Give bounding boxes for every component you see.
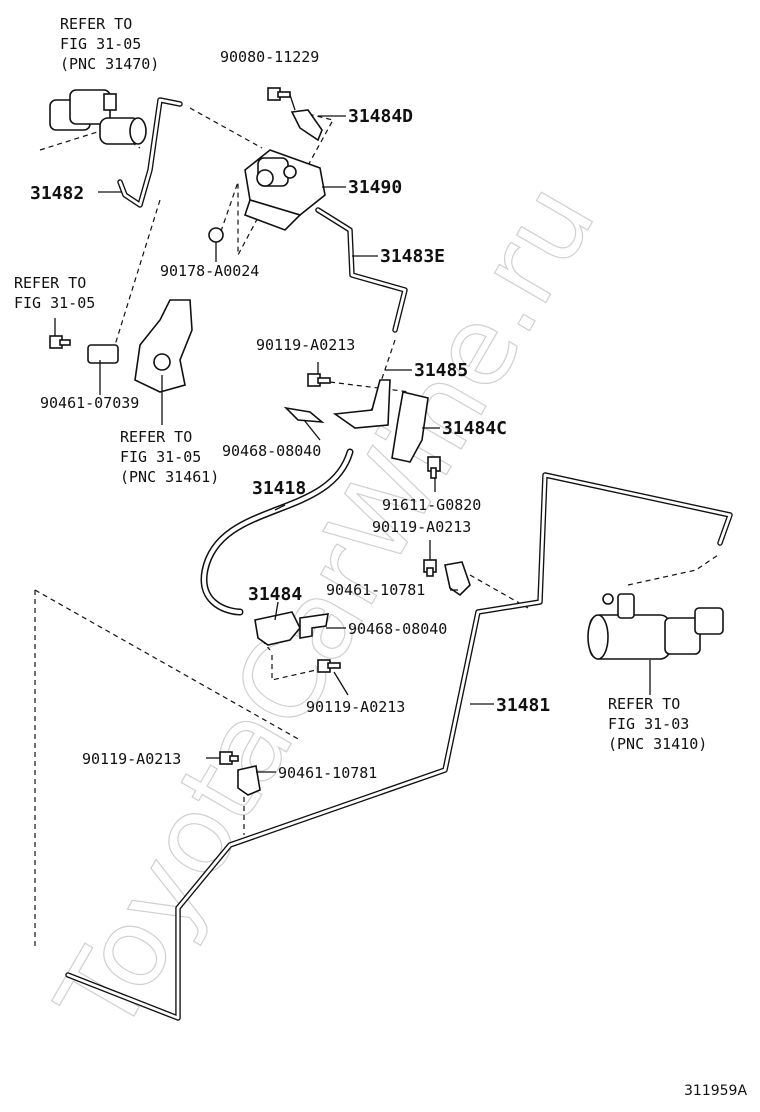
clip-90468-08040-top-part — [283, 406, 325, 424]
label-90178-A0024: 90178-A0024 — [160, 262, 259, 280]
label-90119-A0213-mid: 90119-A0213 — [372, 518, 471, 536]
bolt-90080-11229-part — [267, 87, 291, 101]
pnc-31482: 31482 — [30, 183, 84, 204]
bolt-90119-low-part — [317, 659, 341, 673]
pnc-31490: 31490 — [348, 177, 402, 198]
master-cylinder-part — [587, 593, 724, 660]
bracket-31484D-part — [290, 109, 323, 142]
pnc-31484D: 31484D — [348, 106, 413, 127]
hose-31418 — [200, 448, 354, 616]
bolt-90119-top-part — [307, 373, 331, 387]
ref-bolt-fig31-05: REFER TO FIG 31-05 — [14, 274, 95, 312]
label-90080-11229: 90080-11229 — [220, 48, 319, 66]
label-90468-08040-low: 90468-08040 — [348, 620, 447, 638]
pipe-31482 — [117, 97, 183, 208]
watermark: ToyotaCarWine.ru — [33, 163, 620, 1054]
valve-31490-part — [243, 149, 326, 231]
svg-text:FIG 31-05: FIG 31-05 — [14, 294, 95, 312]
pipe-31481 — [65, 472, 733, 1021]
svg-text:REFER TO: REFER TO — [120, 428, 192, 446]
clamp-90461-10781-bottom-part — [237, 765, 261, 796]
svg-text:REFER TO: REFER TO — [14, 274, 86, 292]
bracket-31484C-part — [391, 391, 429, 463]
label-90119-A0213-top: 90119-A0213 — [256, 336, 355, 354]
svg-text:REFER TO: REFER TO — [608, 695, 680, 713]
pnc-31481: 31481 — [496, 695, 550, 716]
ref-31461: REFER TO FIG 31-05 (PNC 31461) — [120, 428, 219, 486]
bolt-90119-mid-part — [423, 559, 437, 577]
svg-text:FIG 31-05: FIG 31-05 — [120, 448, 201, 466]
diagram-id: 311959A — [684, 1083, 747, 1099]
svg-text:(PNC 31410): (PNC 31410) — [608, 735, 707, 753]
pnc-31485: 31485 — [414, 360, 468, 381]
label-90119-A0213-bottom: 90119-A0213 — [82, 750, 181, 768]
svg-text:(PNC 31470): (PNC 31470) — [60, 55, 159, 73]
pnc-31483E: 31483E — [380, 246, 445, 267]
svg-text:FIG 31-05: FIG 31-05 — [60, 35, 141, 53]
pnc-31484C: 31484C — [442, 418, 507, 439]
label-90461-10781-mid: 90461-10781 — [326, 581, 425, 599]
label-91611-G0820: 91611-G0820 — [382, 496, 481, 514]
clip-90468-08040-low-part — [299, 613, 329, 639]
bracket-31484-part — [254, 611, 301, 646]
label-90461-07039: 90461-07039 — [40, 394, 139, 412]
leader-lines — [54, 94, 651, 773]
label-90119-A0213-low: 90119-A0213 — [306, 698, 405, 716]
release-cylinder-part — [49, 89, 147, 145]
pipe-31483E — [315, 207, 408, 333]
clamp-90461-10781-mid-part — [444, 561, 471, 597]
pnc-31484: 31484 — [248, 584, 302, 605]
svg-text:ToyotaCarWine.ru: ToyotaCarWine.ru — [34, 164, 620, 1054]
pnc-31418: 31418 — [252, 478, 306, 499]
label-90468-08040-top: 90468-08040 — [222, 442, 321, 460]
label-90461-10781-bottom: 90461-10781 — [278, 764, 377, 782]
svg-text:(PNC 31461): (PNC 31461) — [120, 468, 219, 486]
fork-bracket-part — [134, 299, 193, 393]
svg-text:REFER TO: REFER TO — [60, 15, 132, 33]
svg-text:FIG 31-03: FIG 31-03 — [608, 715, 689, 733]
nut-90178-A0024-part — [208, 227, 224, 243]
clamp-90461-07039-part — [49, 335, 119, 364]
bolt-91611-G0820-part — [427, 456, 441, 479]
ref-31470: REFER TO FIG 31-05 (PNC 31470) — [60, 15, 159, 73]
ref-31410: REFER TO FIG 31-03 (PNC 31410) — [608, 695, 707, 753]
bracket-31485-part — [332, 379, 391, 429]
